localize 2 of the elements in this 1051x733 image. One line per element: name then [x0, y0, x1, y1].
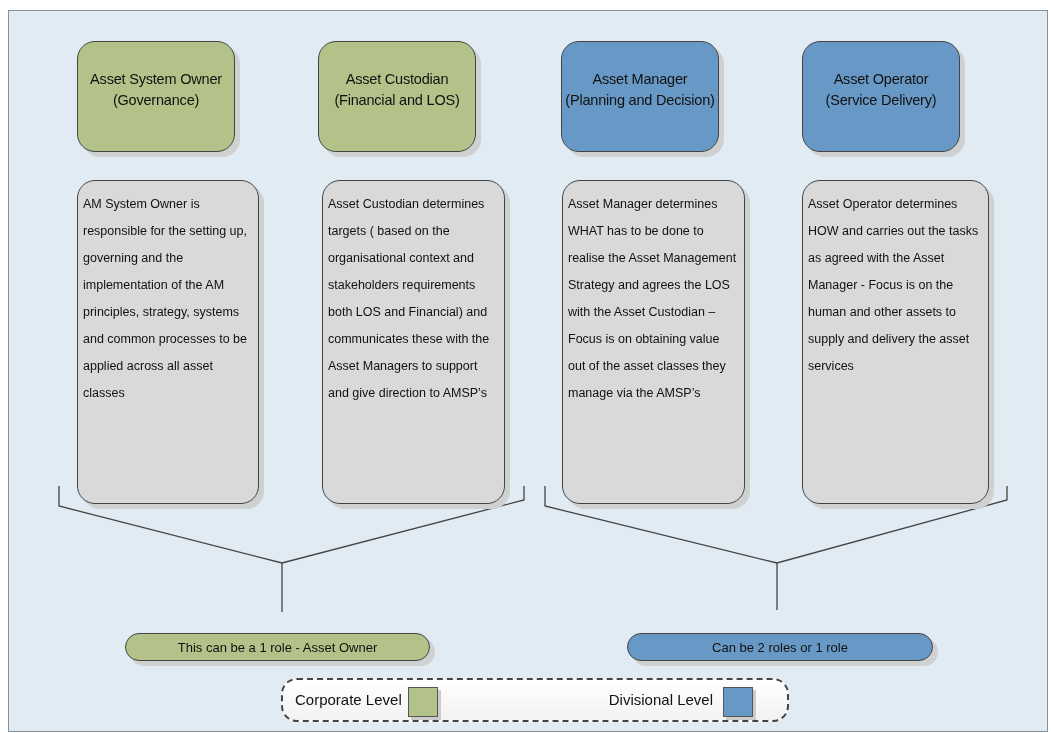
- legend-label: Divisional Level: [608, 691, 713, 708]
- legend-label: Corporate Level: [295, 691, 402, 708]
